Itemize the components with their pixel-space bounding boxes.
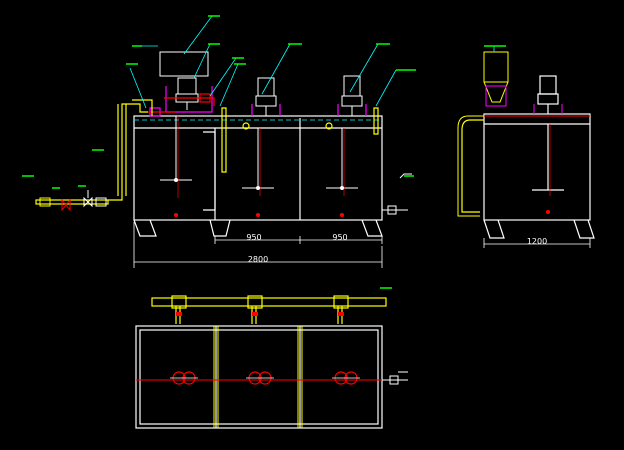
agitator-red-lines — [177, 116, 345, 198]
feed-hopper — [159, 51, 209, 77]
plan-tank-body — [135, 325, 383, 429]
tank-bottom-drains — [174, 213, 344, 217]
blade-details — [174, 178, 344, 190]
dim-tank-1: 950 — [246, 233, 261, 242]
mixer-motor-3 — [341, 75, 363, 116]
dim-overall-length: 2800 — [248, 255, 268, 264]
dim-side-width: 1200 — [527, 237, 547, 246]
dosing-pipes — [108, 99, 379, 201]
outlet-valve — [382, 173, 412, 215]
plan-dosing-pipe — [151, 295, 387, 324]
side-supports — [485, 85, 563, 114]
inlet-line — [35, 190, 109, 212]
plan-outlet — [382, 371, 408, 385]
agitators — [160, 116, 358, 189]
callout-leaders — [129, 15, 397, 109]
side-dimension-lines — [483, 238, 591, 248]
top-red-piping — [148, 93, 215, 113]
plan-view — [135, 295, 408, 429]
mixer-motor-2 — [255, 77, 277, 116]
side-tank-body — [483, 75, 595, 239]
motor-supports — [149, 86, 367, 117]
mixer-motor-1 — [175, 77, 199, 110]
callout-labels — [22, 15, 416, 289]
dimension-lines — [133, 222, 383, 268]
dim-tank-2: 950 — [332, 233, 347, 242]
plan-yellow-dividers — [213, 326, 303, 428]
side-dosing-pipe — [461, 119, 484, 213]
side-drain — [546, 210, 550, 214]
plan-pipe-valves — [176, 312, 344, 316]
front-view: 950 950 2800 — [22, 15, 416, 289]
side-view: 1200 — [457, 45, 595, 248]
side-hopper — [483, 51, 509, 103]
